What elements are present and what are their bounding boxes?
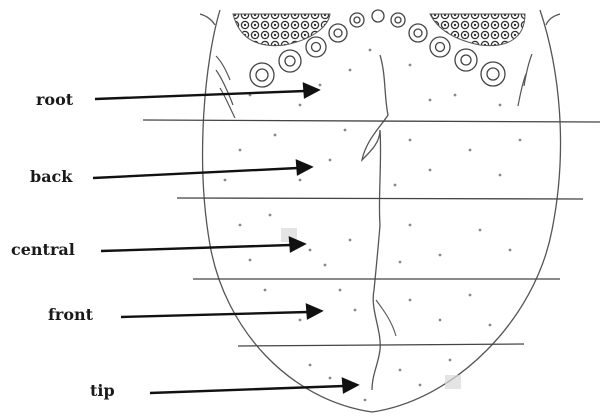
arrow-central-head bbox=[290, 238, 304, 251]
label-front: front bbox=[48, 305, 94, 324]
arrow-tip-head bbox=[343, 379, 357, 392]
label-central: central bbox=[11, 240, 75, 259]
divider-back-central bbox=[177, 198, 583, 199]
label-back: back bbox=[30, 167, 73, 186]
arrow-back-head bbox=[297, 161, 311, 174]
divider-front-tip bbox=[238, 344, 524, 346]
label-root: root bbox=[36, 90, 74, 109]
tongue-outline bbox=[203, 10, 561, 412]
zone-dividers bbox=[143, 120, 600, 346]
watermark-square bbox=[445, 375, 461, 389]
right-tonsil-patch bbox=[430, 14, 525, 46]
arrow-tip bbox=[150, 386, 344, 393]
arrow-central bbox=[101, 245, 291, 251]
left-tonsil-patch bbox=[233, 14, 330, 46]
arrow-root bbox=[95, 91, 305, 99]
arrow-root-head bbox=[304, 84, 318, 97]
papillae-dots bbox=[224, 49, 522, 402]
arrow-back bbox=[93, 168, 298, 178]
label-tip: tip bbox=[90, 381, 115, 400]
arrow-front-head bbox=[307, 305, 321, 318]
median-groove bbox=[362, 55, 388, 390]
divider-root-back bbox=[143, 120, 600, 122]
arrow-front bbox=[121, 312, 308, 317]
